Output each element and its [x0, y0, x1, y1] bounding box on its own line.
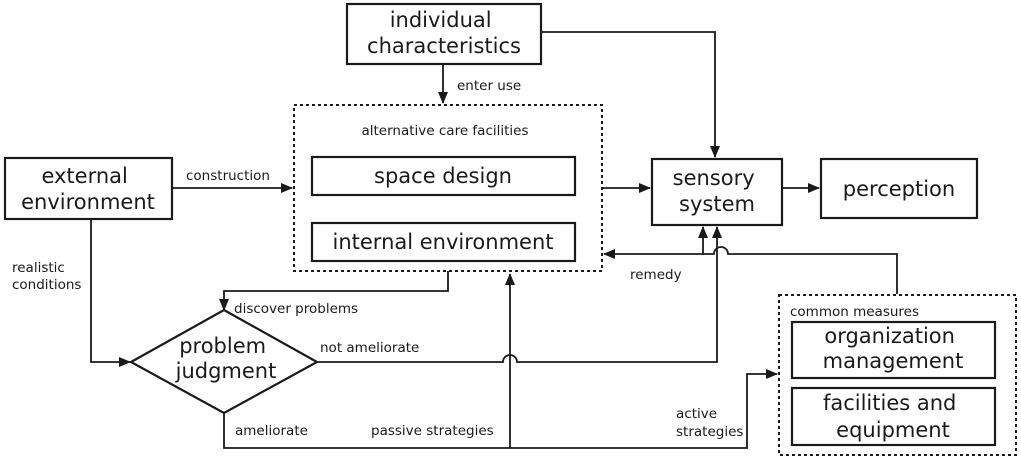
enter-use-label: enter use: [457, 78, 521, 94]
edge-individual-to-sensory: [541, 31, 720, 158]
edge-not-ameliorate: [318, 226, 722, 363]
realistic-conditions-label: realistic conditions: [12, 260, 81, 293]
alternative-care-facilities-label: alternative care facilities: [361, 123, 528, 139]
common-measures-label: common measures: [790, 304, 919, 320]
edge-realistic-conditions: [90, 219, 131, 367]
construction-label: construction: [186, 168, 270, 184]
external-environment-box: [3, 156, 174, 221]
problem-judgment-label: problem judgment: [175, 334, 277, 383]
sensory-system-box: [650, 157, 784, 227]
internal-environment-label: internal environment: [333, 230, 554, 254]
space-design-box: [310, 155, 577, 197]
perception-box: [819, 157, 979, 220]
individual-characteristics-label: individual characteristics: [367, 8, 521, 58]
perception-label: perception: [843, 177, 955, 201]
facilities-equipment-box: [790, 386, 997, 447]
alternative-care-facilities-group: [293, 104, 603, 272]
facilities-equipment-label: facilities and equipment: [823, 391, 963, 442]
remedy-label: remedy: [630, 267, 682, 283]
external-environment-label: external environment: [21, 164, 155, 214]
passive-strategies-label: passive strategies: [371, 423, 494, 439]
edge-remedy: [603, 246, 898, 294]
space-design-label: space design: [374, 164, 512, 188]
common-measures-group: [778, 294, 1017, 456]
discover-problems-label: discover problems: [234, 301, 358, 317]
edge-discover-problems: [219, 271, 449, 311]
internal-environment-box: [310, 221, 577, 263]
edge-ameliorate: [223, 369, 778, 449]
individual-characteristics-box: [345, 2, 543, 66]
active-strategies-label: active strategies: [676, 406, 743, 440]
organization-management-label: organization management: [823, 324, 964, 373]
organization-management-box: [790, 320, 997, 380]
problem-judgment-diamond: [128, 308, 320, 415]
not-ameliorate-label: not ameliorate: [320, 340, 419, 356]
ameliorate-label: ameliorate: [235, 423, 308, 439]
sensory-system-label: sensory system: [673, 166, 762, 216]
